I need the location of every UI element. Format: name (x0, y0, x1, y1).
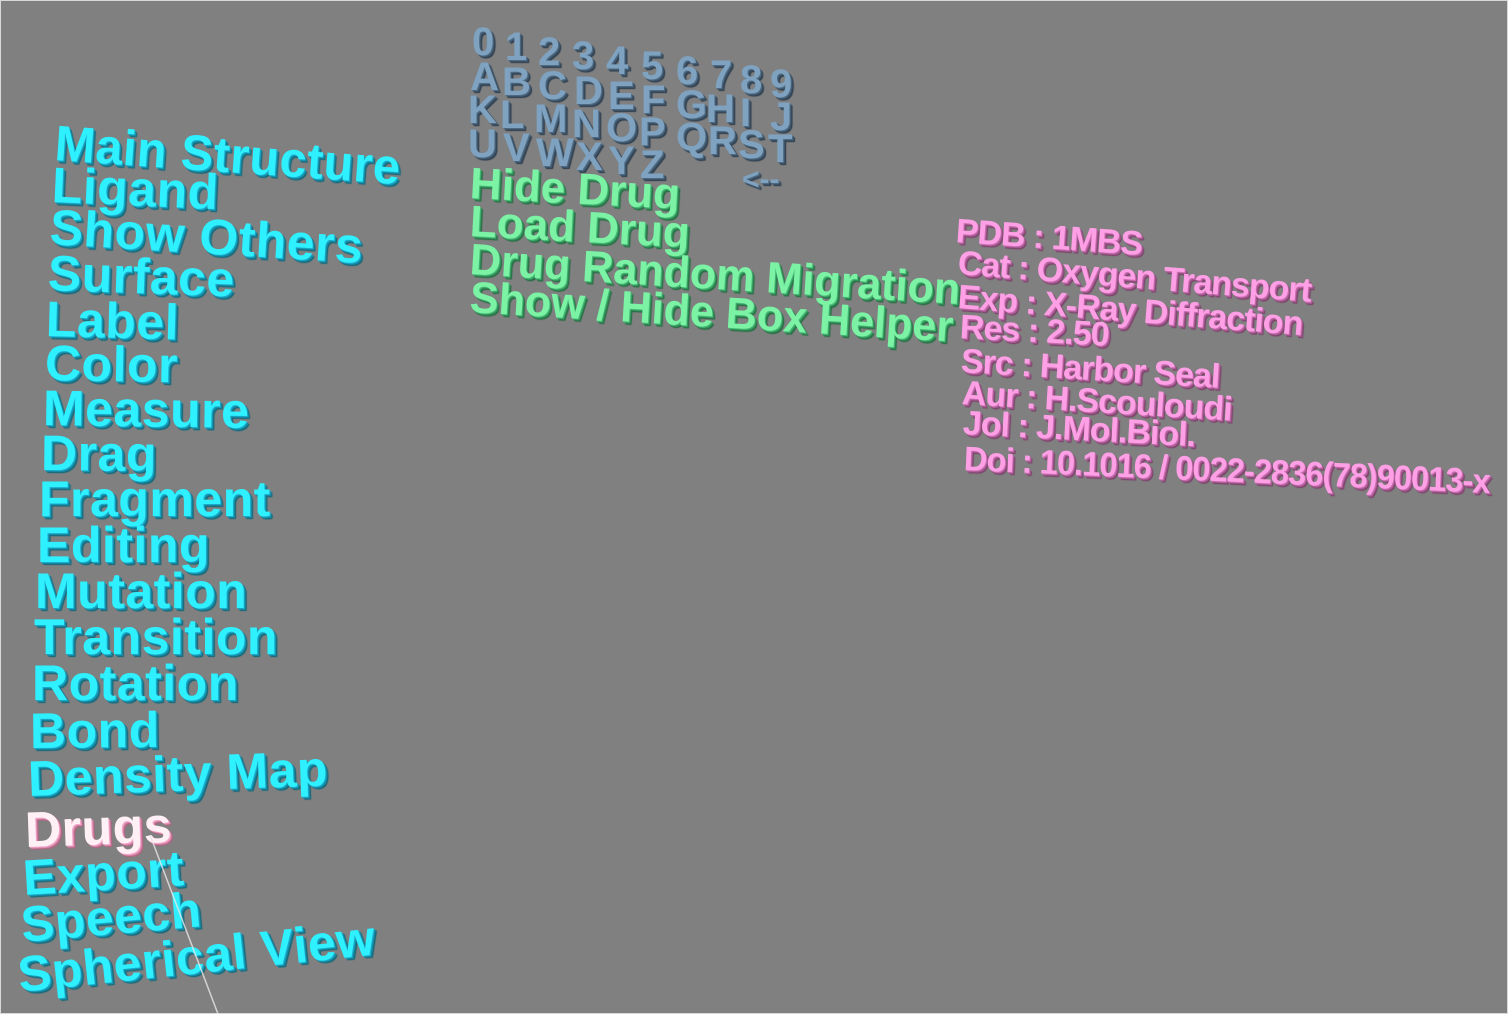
key-z[interactable]: Z (640, 143, 665, 187)
key-g[interactable]: G (676, 83, 708, 127)
key-s[interactable]: S (738, 123, 765, 167)
key-l[interactable]: L (500, 93, 525, 137)
key-3[interactable]: 3 (572, 34, 595, 78)
key-m[interactable]: M (534, 97, 568, 141)
key-v[interactable]: V (503, 126, 530, 170)
key-q[interactable]: Q (676, 115, 708, 159)
key-h[interactable]: H (706, 87, 735, 131)
key-o[interactable]: O (606, 106, 638, 150)
key-7[interactable]: 7 (710, 53, 733, 97)
key-a[interactable]: A (470, 55, 499, 99)
key-0[interactable]: 0 (472, 20, 495, 64)
key-x[interactable]: X (576, 135, 603, 179)
key-c[interactable]: C (538, 64, 567, 108)
key-r[interactable]: R (708, 119, 737, 163)
key-2[interactable]: 2 (538, 30, 561, 74)
key-i[interactable]: I (740, 91, 752, 135)
key-9[interactable]: 9 (770, 62, 793, 106)
key-5[interactable]: 5 (641, 44, 664, 88)
menu-item-transition[interactable]: Transition (34, 609, 278, 665)
key-1[interactable]: 1 (505, 25, 528, 69)
key-j[interactable]: J (770, 95, 793, 139)
menu-item-editing[interactable]: Editing (37, 517, 210, 573)
key-p[interactable]: P (639, 110, 666, 154)
key-e[interactable]: E (608, 74, 635, 118)
menu-item-rotation[interactable]: Rotation (32, 655, 239, 711)
key-w[interactable]: W (536, 131, 574, 175)
key-backspace[interactable]: <-- (742, 163, 780, 196)
key-8[interactable]: 8 (740, 58, 763, 102)
key-n[interactable]: N (572, 102, 601, 146)
key-f[interactable]: F (641, 78, 666, 122)
menu-item-fragment[interactable]: Fragment (39, 471, 271, 527)
key-t[interactable]: T (768, 127, 793, 171)
key-6[interactable]: 6 (676, 49, 699, 93)
key-b[interactable]: B (502, 60, 531, 104)
key-u[interactable]: U (468, 122, 497, 166)
menu-item-mutation[interactable]: Mutation (35, 563, 248, 619)
key-d[interactable]: D (574, 69, 603, 113)
key-4[interactable]: 4 (606, 39, 629, 83)
key-k[interactable]: K (468, 88, 497, 132)
key-y[interactable]: Y (608, 139, 635, 183)
